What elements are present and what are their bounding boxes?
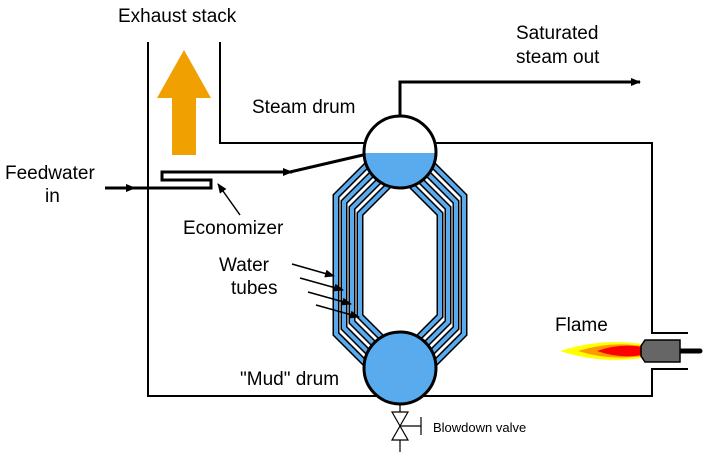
water-tube xyxy=(356,177,397,353)
mud-drum-label: "Mud" drum xyxy=(240,369,339,390)
steam-drum xyxy=(362,114,438,190)
water-tubes-pointers xyxy=(291,263,360,319)
steam-out-pipe xyxy=(398,78,641,116)
economizer-coil xyxy=(133,153,364,190)
economizer-label: Economizer xyxy=(183,218,284,239)
steam-out-label-line1: Saturated xyxy=(516,23,598,44)
blowdown-valve-label: Blowdown valve xyxy=(433,420,526,435)
feedwater-label-line2: in xyxy=(45,186,60,207)
flame-icon xyxy=(560,342,642,360)
water-tube xyxy=(358,178,396,352)
water-tube xyxy=(350,172,388,358)
water-tubes-label-line1: Water xyxy=(219,255,270,276)
feedwater-label-line1: Feedwater xyxy=(5,163,95,184)
flame-label: Flame xyxy=(555,315,608,336)
water-tubes-label-line2: tubes xyxy=(231,278,277,299)
exhaust-arrow-icon xyxy=(157,50,211,155)
economizer-pointer xyxy=(217,183,241,216)
water-tube xyxy=(342,166,380,364)
steam-drum-label: Steam drum xyxy=(252,97,355,118)
furnace-wall xyxy=(147,42,688,397)
blowdown-valve-icon xyxy=(390,404,422,452)
burner-icon xyxy=(640,339,703,363)
water-tube xyxy=(403,177,444,353)
water-tubes xyxy=(332,159,468,371)
water-tube xyxy=(334,160,372,370)
water-tube xyxy=(404,178,442,352)
water-tube xyxy=(412,172,450,358)
steam-out-label-line2: steam out xyxy=(516,47,600,68)
water-tube xyxy=(420,166,458,364)
water-tube xyxy=(428,160,466,370)
exhaust-stack-label: Exhaust stack xyxy=(118,6,237,27)
mud-drum xyxy=(362,330,438,406)
